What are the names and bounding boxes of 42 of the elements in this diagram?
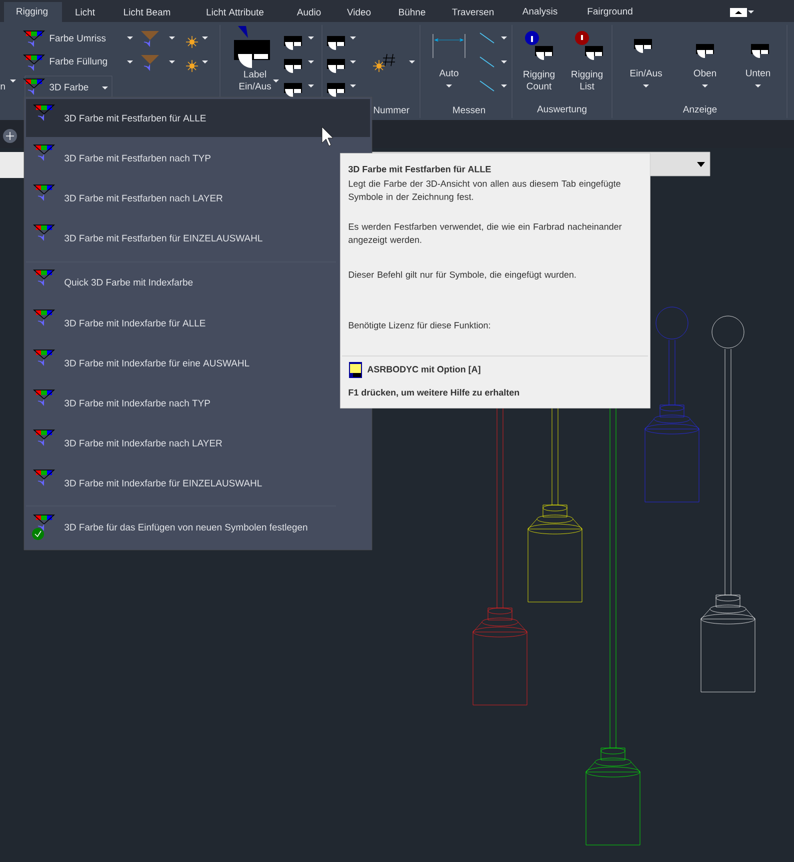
tooltip-text: Benötigte Lizenz für diese Funktion: — [348, 322, 490, 330]
menu-item: 3D Farbe mit Festfarben nach LAYER — [64, 194, 222, 202]
menu-item: 3D Farbe für das Einfügen von neuen Symbolen festlegen — [64, 524, 308, 532]
menu-item: 3D Farbe mit Indexfarbe nach TYP — [64, 400, 210, 406]
tab-label: Bühne — [399, 8, 426, 16]
ribbon-label: Oben — [694, 70, 716, 76]
tab-label: Licht — [76, 8, 95, 16]
ribbon-label: Farbe Füllung — [50, 58, 107, 66]
tab-label: Licht Attribute — [206, 8, 264, 16]
ribbon-label: Rigging List — [572, 70, 602, 90]
ribbon-label: Anzeige — [682, 106, 717, 114]
menu-item: 3D Farbe mit Indexfarbe nach LAYER — [64, 440, 222, 446]
tab-label: Audio — [296, 8, 321, 16]
menu-item: 3D Farbe mit Festfarben nach TYP — [64, 154, 210, 162]
tooltip-text: Dieser Befehl gilt nur für Symbole, die eingefügt wurden. — [348, 271, 576, 280]
ribbon-label: Rigging Count — [524, 70, 554, 90]
menu-item: 3D Farbe mit Indexfarbe für EINZELAUSWAHL — [64, 480, 262, 486]
ribbon-label: Messen — [453, 106, 485, 114]
help-hint: F1 drücken, um weitere Hilfe zu erhalten — [348, 389, 520, 397]
menu-item: Quick 3D Farbe mit Indexfarbe — [64, 278, 193, 288]
menu-item: 3D Farbe mit Festfarben für ALLE — [26, 99, 370, 137]
menu-item: 3D Farbe mit Indexfarbe für ALLE — [64, 320, 206, 326]
tab-label: Licht Beam — [124, 8, 170, 16]
ribbon-label: n — [0, 84, 5, 90]
menu-item: 3D Farbe mit Indexfarbe für eine AUSWAHL — [64, 360, 250, 366]
command-label: ASRBODYC mit Option [A] — [367, 366, 480, 374]
ribbon-label: Label Ein/Aus — [239, 70, 271, 90]
tab-label: Fairground — [588, 8, 632, 16]
tooltip — [340, 153, 650, 408]
tab-label: Analysis — [522, 8, 558, 16]
tooltip-title: 3D Farbe mit Festfarben für ALLE — [348, 166, 491, 172]
ribbon-label: Auto — [439, 70, 458, 76]
ribbon-label: Farbe Umriss — [50, 34, 106, 42]
tooltip-text: Legt die Farbe der 3D-Ansicht von allen aus diesem Tab eingefügte Symbole in der Zeichnung fest. — [348, 180, 620, 202]
tooltip-text: Es werden Festfarben verwendet, die wie ein Farbrad nacheinander angezeigt werden. — [348, 223, 622, 245]
ribbon-label: Unten — [746, 70, 770, 76]
ribbon-label: Auswertung — [537, 106, 586, 114]
tab-label: Rigging — [16, 8, 48, 16]
tab-label: Traversen — [452, 8, 494, 16]
tab-label: Video — [347, 8, 371, 16]
ribbon-label: Ein/Aus — [630, 70, 662, 76]
menu-item: 3D Farbe mit Festfarben für EINZELAUSWAHL — [64, 234, 262, 242]
